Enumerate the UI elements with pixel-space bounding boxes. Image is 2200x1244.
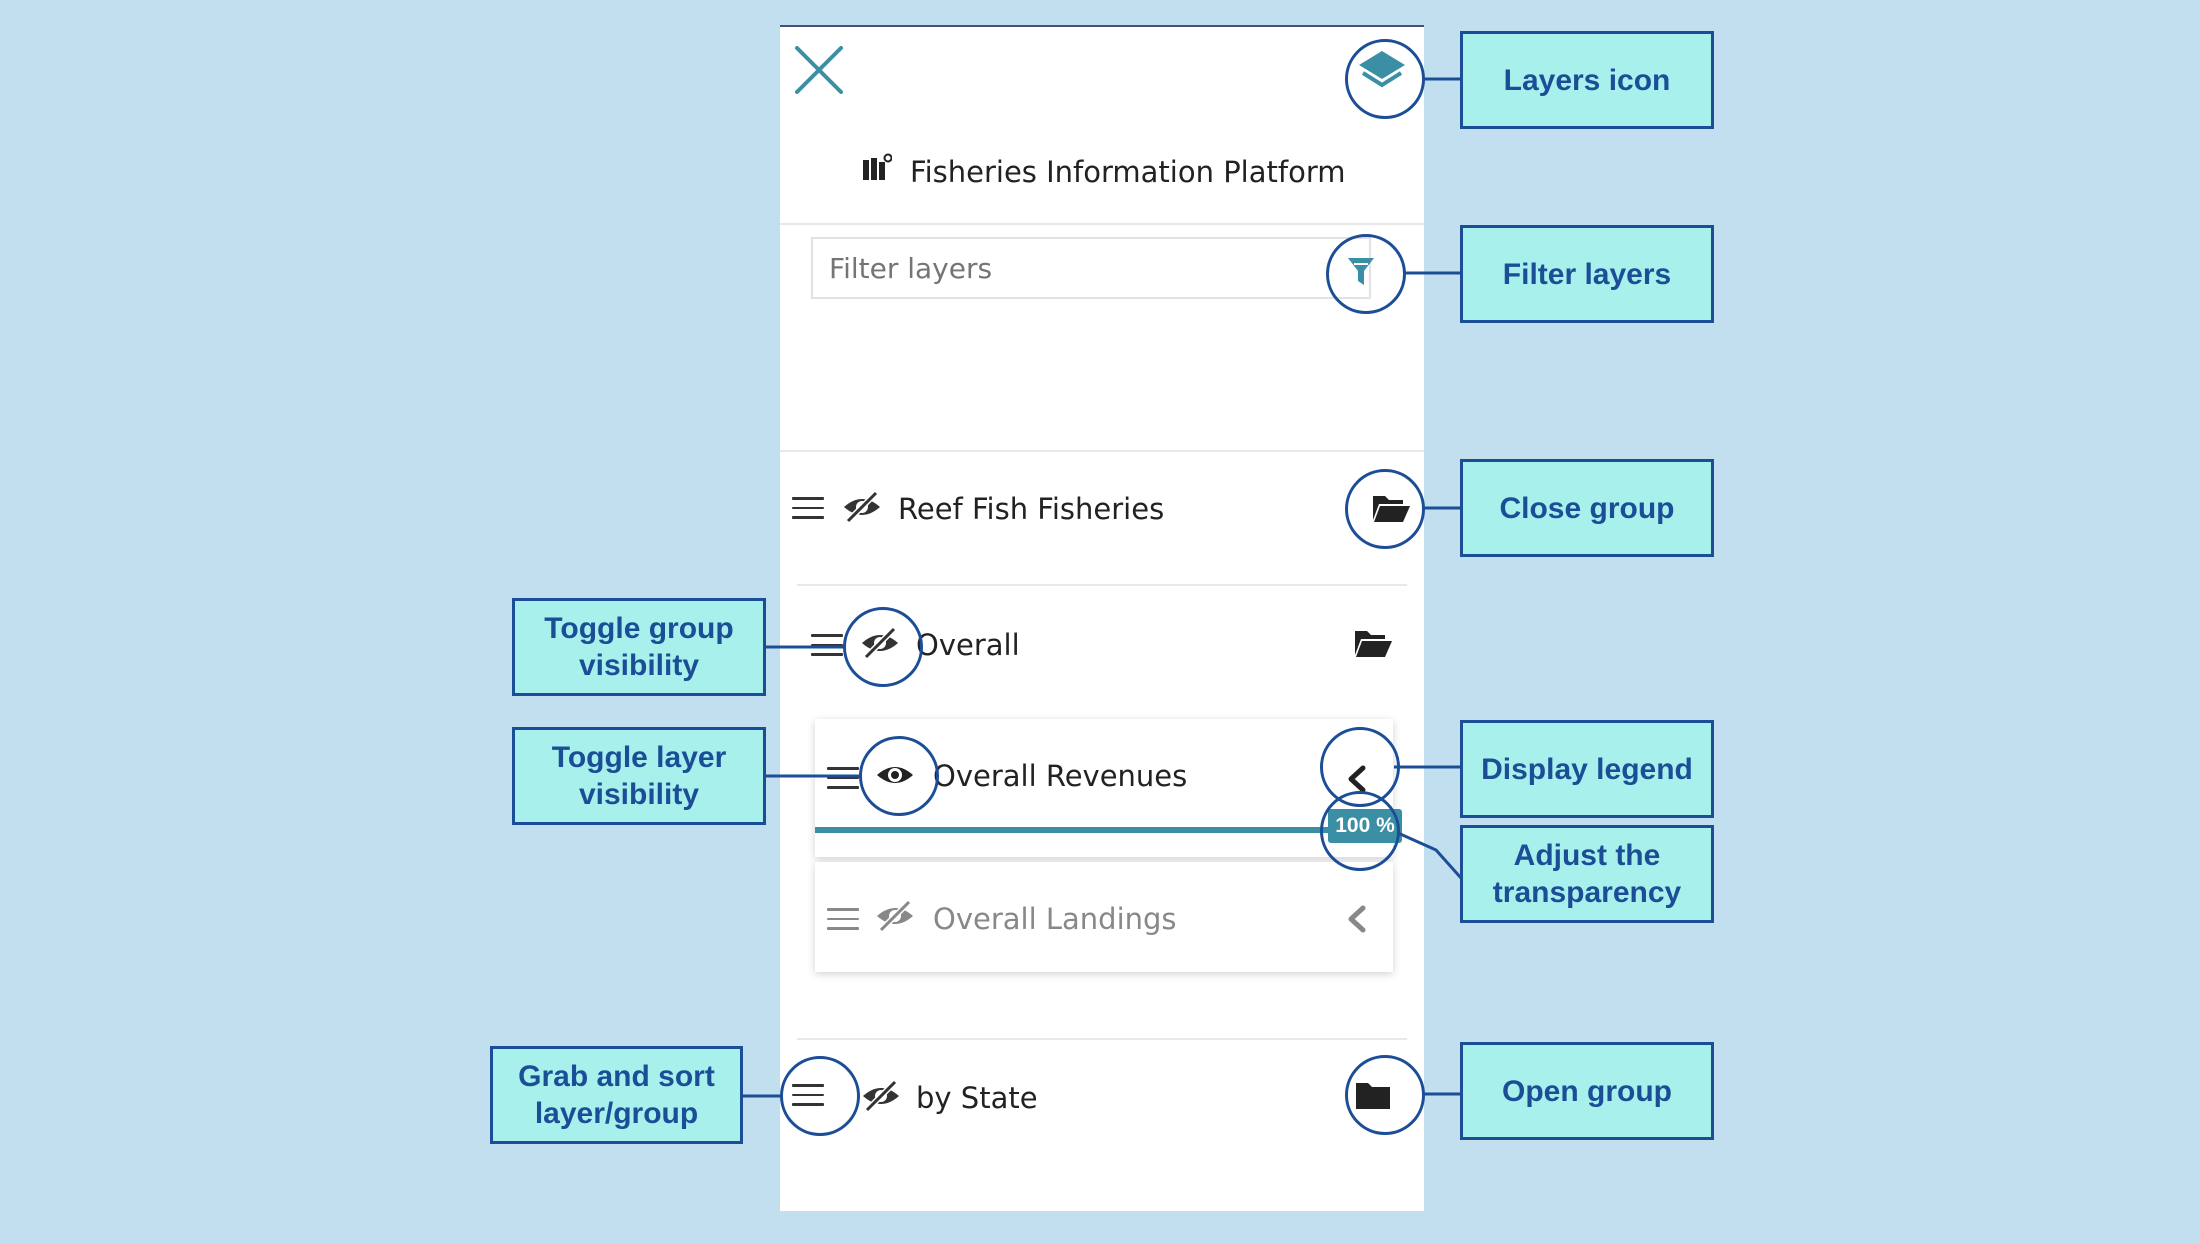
folder-open-icon[interactable] xyxy=(1353,627,1393,659)
layer-label-landings: Overall Landings xyxy=(933,902,1177,936)
close-icon[interactable] xyxy=(793,44,845,96)
drag-handle-icon[interactable] xyxy=(827,908,859,932)
divider xyxy=(780,223,1424,225)
callout-text: Toggle group xyxy=(544,612,734,645)
callout-text: Grab and sort xyxy=(518,1060,715,1093)
eye-slash-icon[interactable] xyxy=(842,489,882,525)
layer-label-revenues: Overall Revenues xyxy=(933,759,1188,793)
chevron-left-icon[interactable] xyxy=(1345,904,1369,934)
drag-handle-icon[interactable] xyxy=(827,767,859,791)
callout-text: visibility xyxy=(578,649,700,682)
highlight-ring-drag xyxy=(780,1056,860,1136)
callout-text: Close group xyxy=(1499,491,1675,525)
callout-text: Open group xyxy=(1502,1074,1672,1108)
highlight-ring-layer-visibility xyxy=(859,736,939,816)
eye-slash-icon[interactable] xyxy=(875,898,915,934)
highlight-ring-layers xyxy=(1345,39,1425,119)
filter-input[interactable] xyxy=(811,237,1371,299)
eye-slash-icon[interactable] xyxy=(861,1078,901,1114)
highlight-ring-group-visibility xyxy=(843,607,923,687)
callout-text: visibility xyxy=(578,778,700,811)
layer-card-landings: Overall Landings xyxy=(815,862,1393,972)
map-icon xyxy=(862,152,893,182)
divider xyxy=(797,1038,1407,1040)
highlight-ring-transparency xyxy=(1320,791,1400,871)
callout-display-legend: Display legend xyxy=(1460,720,1714,818)
callout-filter-layers: Filter layers xyxy=(1460,225,1714,323)
callout-adjust-transparency: Adjust the transparency xyxy=(1460,825,1714,923)
opacity-slider-track[interactable] xyxy=(815,827,1393,833)
callout-text: Display legend xyxy=(1481,752,1693,786)
callout-close-group: Close group xyxy=(1460,459,1714,557)
highlight-ring-open-group xyxy=(1345,1055,1425,1135)
group-label-overall: Overall xyxy=(916,628,1020,662)
divider xyxy=(780,450,1424,452)
callout-text: layer/group xyxy=(534,1097,699,1130)
divider xyxy=(797,584,1407,586)
callout-text: transparency xyxy=(1492,876,1682,909)
app-title: Fisheries Information Platform xyxy=(910,155,1346,189)
callout-text: Layers icon xyxy=(1503,63,1671,97)
callout-text: Toggle layer xyxy=(551,741,727,774)
drag-handle-icon[interactable] xyxy=(811,634,843,658)
group-label-reef-fish: Reef Fish Fisheries xyxy=(898,492,1165,526)
callout-grab-sort: Grab and sort layer/group xyxy=(490,1046,743,1144)
group-label-by-state: by State xyxy=(916,1081,1038,1115)
callout-text: Filter layers xyxy=(1502,257,1672,291)
drag-handle-icon[interactable] xyxy=(792,497,824,521)
callout-toggle-group-visibility: Toggle group visibility xyxy=(512,598,766,696)
callout-open-group: Open group xyxy=(1460,1042,1714,1140)
callout-toggle-layer-visibility: Toggle layer visibility xyxy=(512,727,766,825)
highlight-ring-close-group xyxy=(1345,469,1425,549)
callout-layers-icon: Layers icon xyxy=(1460,31,1714,129)
highlight-ring-filter xyxy=(1326,234,1406,314)
callout-text: Adjust the xyxy=(1513,839,1661,872)
